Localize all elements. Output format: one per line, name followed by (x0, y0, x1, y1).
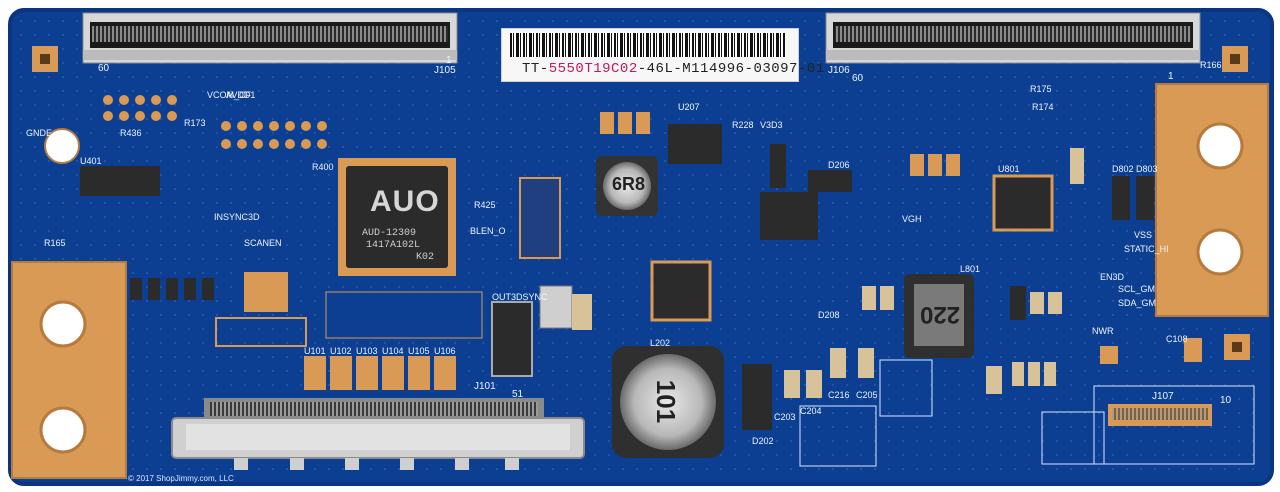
label-d202: D202 (752, 436, 774, 446)
diode-d206 (808, 170, 852, 192)
auo-logo: AUO (370, 185, 440, 218)
label-scanen: SCANEN (244, 238, 282, 248)
connector-j105[interactable] (82, 12, 458, 64)
label-u105: U105 (408, 346, 430, 356)
label-r174: R174 (1032, 102, 1054, 112)
label-d802: D802 (1112, 164, 1134, 174)
label-r228: R228 (732, 120, 754, 130)
diode-d202 (742, 364, 772, 430)
label-d206: D206 (828, 160, 850, 170)
label-u401: U401 (80, 156, 102, 166)
smd-components (130, 112, 1255, 467)
ic-pmic (650, 260, 712, 322)
inductor-large-marking: 101 (651, 379, 682, 424)
label-u102: U102 (330, 346, 352, 356)
label-c204: C204 (800, 406, 822, 416)
diode-d802 (1112, 176, 1130, 220)
label-j106: J106 (828, 65, 850, 76)
label-l801: L801 (960, 264, 981, 274)
label-r166: R166 (1200, 60, 1222, 70)
ic-u207 (668, 124, 722, 164)
connector-j106[interactable] (825, 12, 1201, 64)
ic-small-2 (519, 177, 561, 259)
label-bl-en: BLEN_O (470, 226, 506, 236)
main-ic-line3: K02 (416, 252, 435, 263)
label-r436: R436 (120, 128, 142, 138)
inductor-right-marking: 220 (920, 301, 961, 328)
label-c216: C216 (828, 390, 850, 400)
label-r165: R165 (44, 238, 66, 248)
label-scl-gm: SCL_GM (1118, 284, 1156, 294)
ic-small-1 (760, 192, 818, 240)
label-vss: VSS (1134, 230, 1153, 240)
level-shifter-row (304, 356, 456, 390)
label-pin60-right: 60 (852, 73, 864, 84)
label-u101: U101 (304, 346, 326, 356)
ic-u401 (80, 166, 160, 196)
main-ic-line2: 1417A102L (366, 240, 421, 251)
label-j105: J105 (434, 65, 456, 76)
label-u104: U104 (382, 346, 404, 356)
label-r175: R175 (1030, 84, 1052, 94)
label-out3dsync: OUT3DSYNC (492, 292, 548, 302)
pin-header-gold (324, 290, 484, 340)
copyright-watermark: © 2017 ShopJimmy.com, LLC (128, 474, 234, 483)
connector-j107[interactable] (1108, 404, 1212, 426)
label-c205: C205 (856, 390, 878, 400)
label-pin51: 51 (512, 389, 524, 400)
label-pin60-left: 60 (98, 63, 110, 74)
label-u106: U106 (434, 346, 456, 356)
label-l202: L202 (650, 338, 671, 348)
label-sda-gm: SDA_GM (1118, 298, 1157, 308)
main-tcon-ic (338, 158, 456, 276)
inductor-l801 (904, 274, 974, 358)
label-avdd1: AVDD1 (226, 90, 256, 100)
part-number-text: TT-5550T19C02-46L-M114996-03097-01 (522, 61, 825, 77)
part-number-sticker: TT-5550T19C02-46L-M114996-03097-01 (501, 28, 824, 82)
label-r173: R173 (184, 118, 206, 128)
label-gnde: GNDE (26, 128, 53, 138)
corner-pads (32, 46, 1250, 360)
diode-d803 (1136, 176, 1154, 220)
inductor-small-6r8 (596, 156, 658, 216)
inductor-small-marking: 6R8 (612, 174, 646, 194)
label-c203: C203 (774, 412, 796, 422)
left-mounting-pad (11, 261, 127, 479)
main-ic-line1: AUD-12309 (362, 228, 417, 239)
label-d208: D208 (818, 310, 840, 320)
label-c108: C108 (1166, 334, 1188, 344)
label-static-hi: STATIC_HI (1124, 244, 1169, 254)
label-pin10: 10 (1220, 395, 1232, 406)
label-u103: U103 (356, 346, 378, 356)
label-insync3d: INSYNC3D (214, 212, 260, 222)
label-vcom-cf: VCOM_CF (207, 90, 252, 100)
label-r425: R425 (474, 200, 496, 210)
label-nwr: NWR (1092, 326, 1114, 336)
label-u801: U801 (998, 164, 1020, 174)
diode-d201 (491, 301, 533, 377)
label-pin1-right: 1 (1168, 71, 1174, 82)
label-vgh: VGH (902, 214, 922, 224)
label-d803: D803 (1136, 164, 1158, 174)
label-j101: J101 (474, 381, 496, 392)
ic-u801 (992, 174, 1054, 232)
inductor-large-l202 (612, 346, 724, 458)
label-r400: R400 (312, 162, 334, 172)
label-v3d3: V3D3 (760, 120, 783, 130)
label-en3d: EN3D (1100, 272, 1125, 282)
connector-j101[interactable] (171, 398, 585, 470)
label-pin1-left: 1 (446, 55, 452, 66)
test-pad-array (103, 95, 327, 149)
right-mounting-pad (1155, 83, 1269, 317)
label-j107: J107 (1152, 391, 1174, 402)
label-u207: U207 (678, 102, 700, 112)
barcode (510, 33, 786, 57)
